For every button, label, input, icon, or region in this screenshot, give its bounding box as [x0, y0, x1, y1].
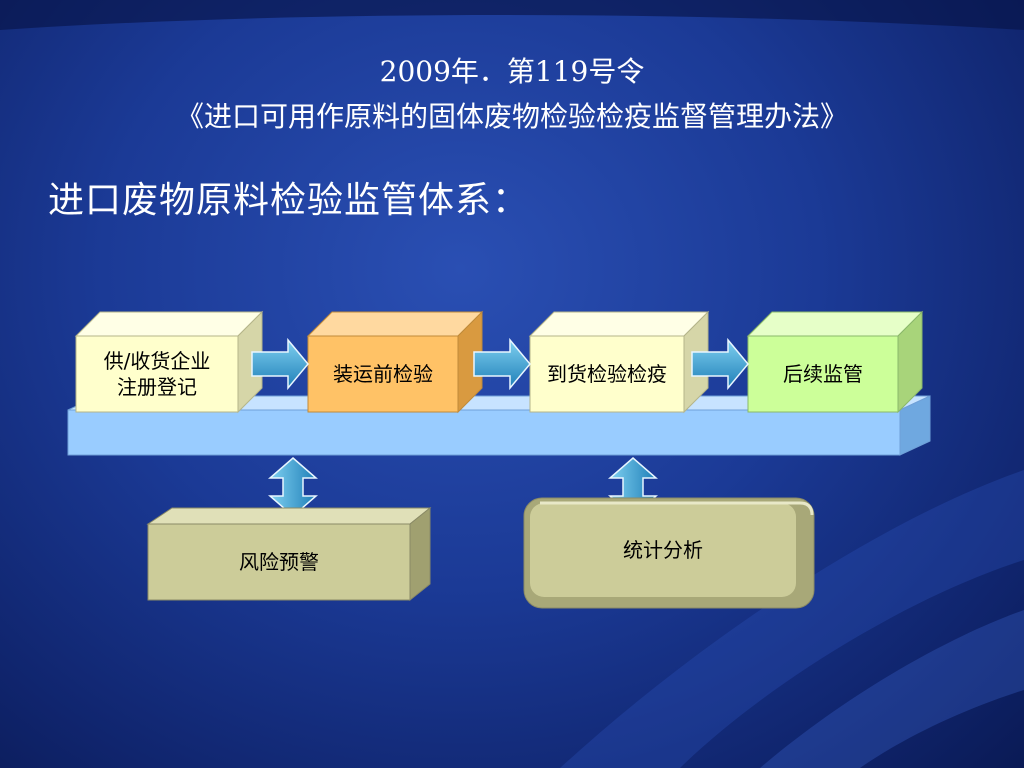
slide-title-line-1: 2009年．第119号令 — [379, 55, 645, 88]
platform-face — [67, 409, 901, 456]
step-box-followup — [746, 310, 924, 414]
step-box-registration — [74, 310, 264, 414]
flow-arrow-3 — [691, 337, 749, 391]
support-box-risk — [146, 506, 432, 602]
support-label-stats: 统计分析 — [623, 538, 703, 562]
slide-title-line-2: 《进口可用作原料的固体废物检验检疫监督管理办法》 — [175, 100, 848, 133]
flow-arrow-2 — [473, 337, 531, 391]
step-box-preshipment — [306, 310, 484, 414]
double-arrow-risk — [267, 457, 319, 517]
slide-heading: 进口废物原料检验监管体系： — [48, 180, 530, 221]
step-box-arrival — [528, 310, 710, 414]
flow-arrow-1 — [251, 337, 309, 391]
step-label-preshipment: 装运前检验 — [333, 362, 433, 386]
step-label-followup: 后续监管 — [783, 362, 863, 386]
support-box-stats — [523, 497, 815, 609]
support-label-risk: 风险预警 — [239, 550, 319, 574]
step-label-arrival: 到货检验检疫 — [547, 362, 667, 386]
step-label-registration: 供/收货企业 注册登记 — [103, 349, 211, 399]
